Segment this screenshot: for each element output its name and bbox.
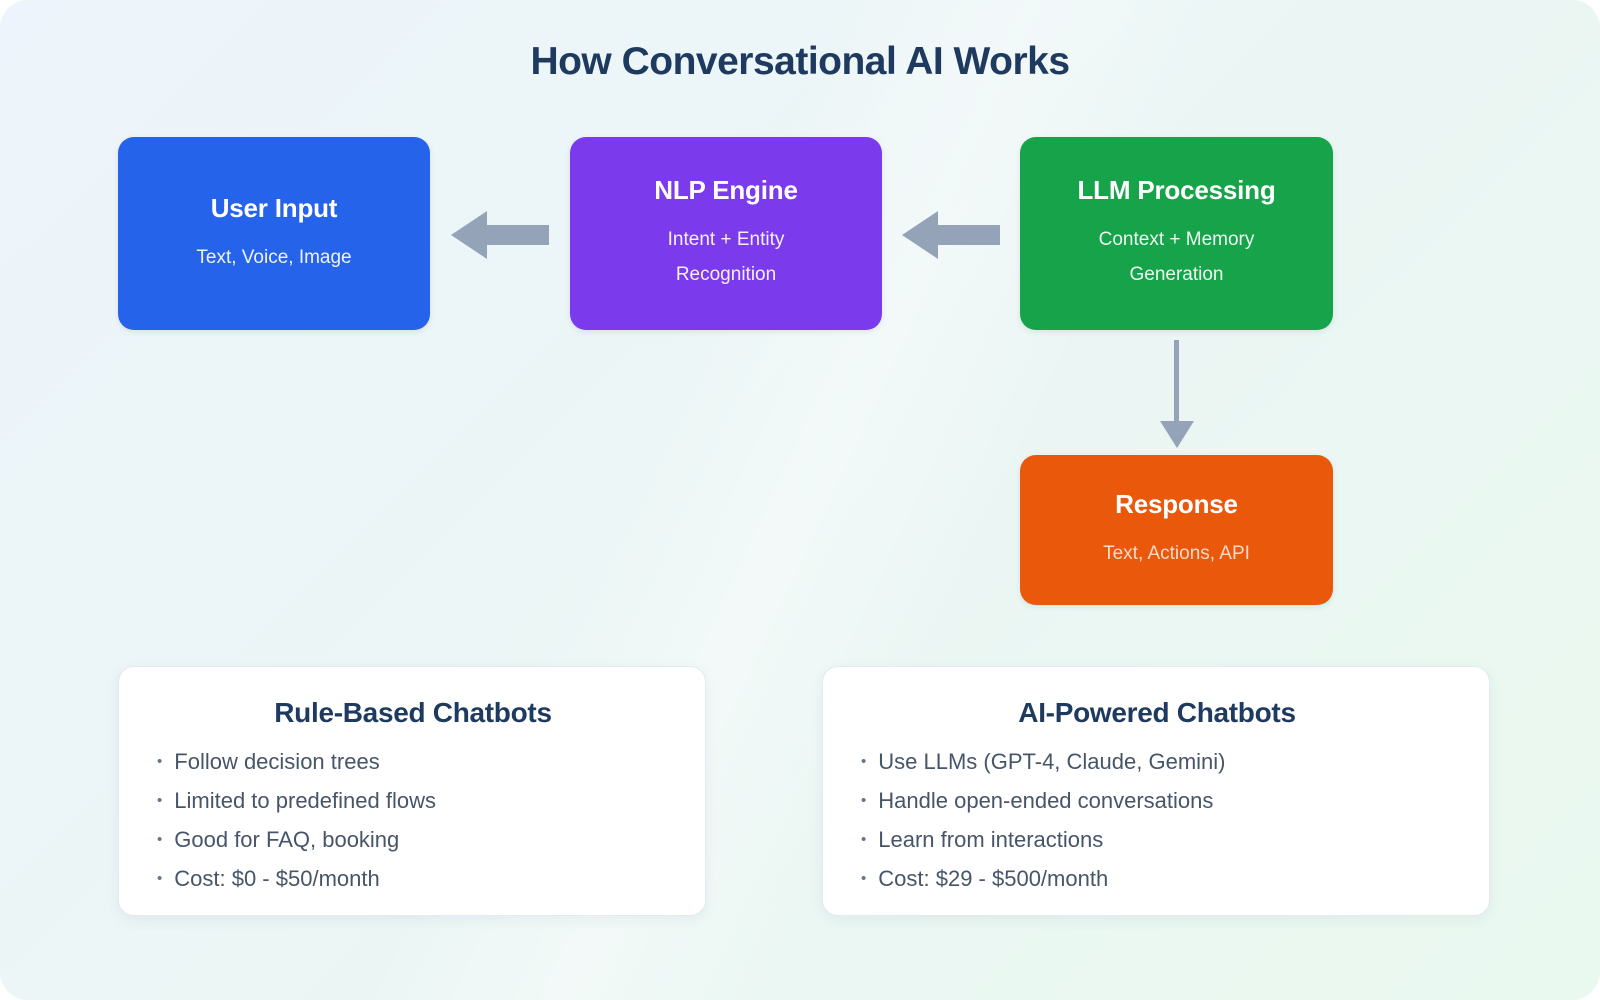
bullet-list: • Use LLMs (GPT-4, Claude, Gemini) • Han… bbox=[861, 749, 1453, 905]
list-item: • Good for FAQ, booking bbox=[157, 827, 669, 866]
card-ai-powered-chatbots: AI-Powered Chatbots • Use LLMs (GPT-4, C… bbox=[822, 666, 1490, 916]
bullet-icon: • bbox=[157, 831, 163, 848]
node-title: User Input bbox=[210, 192, 338, 223]
card-rule-based-chatbots: Rule-Based Chatbots • Follow decision tr… bbox=[118, 666, 706, 916]
bullet-text: Cost: $29 - $500/month bbox=[878, 866, 1109, 891]
card-title: AI-Powered Chatbots bbox=[1018, 697, 1296, 728]
arrow-shaft bbox=[1174, 340, 1179, 421]
bullet-icon: • bbox=[861, 870, 867, 887]
page-title: How Conversational AI Works bbox=[530, 40, 1070, 83]
bullet-icon: • bbox=[157, 753, 163, 770]
bullet-text: Follow decision trees bbox=[174, 749, 380, 774]
list-item: • Handle open-ended conversations bbox=[861, 788, 1453, 827]
bullet-text: Handle open-ended conversations bbox=[878, 788, 1214, 813]
bullet-icon: • bbox=[157, 792, 163, 809]
bullet-icon: • bbox=[861, 753, 867, 770]
node-subtitle: Text, Voice, Image bbox=[196, 246, 352, 268]
node-subtitle: Intent + Entity Recognition bbox=[667, 229, 785, 285]
list-item: • Cost: $0 - $50/month bbox=[157, 866, 669, 905]
left-arrow-icon-nlp-to-user bbox=[451, 211, 551, 259]
flow-node-nlp-engine: NLP Engine Intent + Entity Recognition bbox=[570, 137, 882, 330]
bullet-text: Good for FAQ, booking bbox=[174, 827, 400, 852]
flow-node-response: Response Text, Actions, API bbox=[1020, 455, 1333, 605]
bullet-text: Learn from interactions bbox=[878, 827, 1104, 852]
node-title: LLM Processing bbox=[1077, 175, 1276, 205]
node-subtitle: Text, Actions, API bbox=[1103, 543, 1250, 564]
bullet-text: Cost: $0 - $50/month bbox=[174, 866, 380, 891]
left-arrow-icon-llm-to-nlp bbox=[902, 211, 1002, 259]
bullet-text: Limited to predefined flows bbox=[174, 788, 436, 813]
bullet-icon: • bbox=[157, 870, 163, 887]
node-subtitle: Context + Memory Generation bbox=[1098, 229, 1255, 285]
card-title: Rule-Based Chatbots bbox=[274, 697, 552, 728]
list-item: • Cost: $29 - $500/month bbox=[861, 866, 1453, 905]
arrowhead-down bbox=[1159, 421, 1194, 448]
bullet-list: • Follow decision trees • Limited to pre… bbox=[157, 749, 669, 905]
down-arrow-icon-llm-to-response bbox=[1158, 340, 1195, 448]
arrow-shaft bbox=[938, 225, 1000, 245]
node-title: NLP Engine bbox=[654, 175, 798, 205]
flow-node-llm-processing: LLM Processing Context + Memory Generati… bbox=[1020, 137, 1333, 330]
flow-node-user-input: User Input Text, Voice, Image bbox=[118, 137, 430, 330]
bullet-icon: • bbox=[861, 831, 867, 848]
bullet-text: Use LLMs (GPT-4, Claude, Gemini) bbox=[878, 749, 1226, 774]
list-item: • Learn from interactions bbox=[861, 827, 1453, 866]
arrowhead-left bbox=[902, 211, 938, 259]
node-title: Response bbox=[1115, 489, 1238, 519]
list-item: • Follow decision trees bbox=[157, 749, 669, 788]
list-item: • Limited to predefined flows bbox=[157, 788, 669, 827]
bullet-icon: • bbox=[861, 792, 867, 809]
arrowhead-left bbox=[451, 211, 487, 259]
arrow-shaft bbox=[487, 225, 549, 245]
list-item: • Use LLMs (GPT-4, Claude, Gemini) bbox=[861, 749, 1453, 788]
